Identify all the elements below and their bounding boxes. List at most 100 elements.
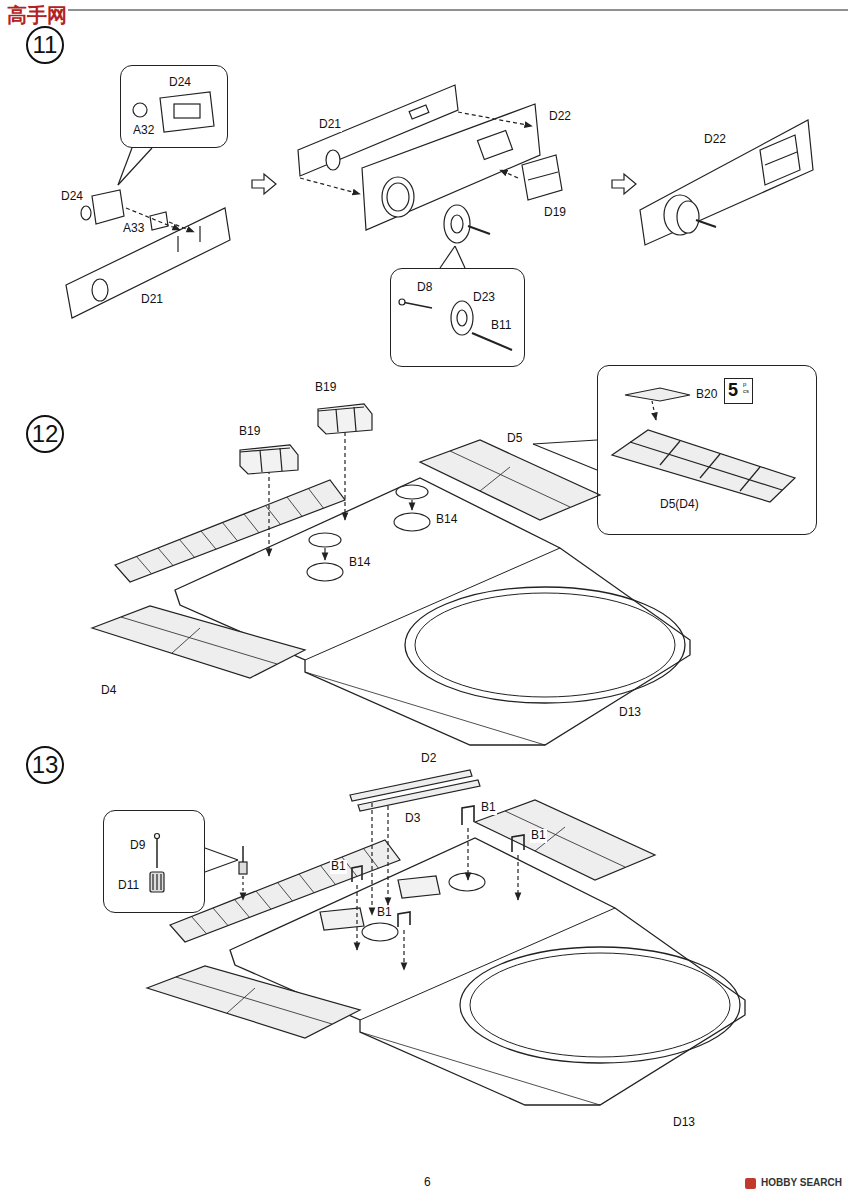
step11-parts xyxy=(326,150,340,170)
step13-parts xyxy=(320,908,364,930)
step12-parts xyxy=(533,440,597,444)
step12-parts xyxy=(533,444,597,470)
step11-parts xyxy=(451,215,463,233)
step11-parts xyxy=(455,246,465,268)
step13-parts xyxy=(371,803,372,915)
step-number: 13 xyxy=(26,746,64,784)
step11-parts xyxy=(522,155,562,200)
step11-parts xyxy=(612,174,636,194)
step13-parts xyxy=(239,862,247,874)
page-number: 6 xyxy=(423,1176,432,1190)
step11-parts xyxy=(402,302,432,308)
part-label: D13 xyxy=(672,1116,696,1130)
step13-parts xyxy=(147,770,745,1105)
step13-parts xyxy=(242,846,244,862)
step11-parts xyxy=(457,310,467,326)
step11-parts xyxy=(451,301,473,335)
step13-parts xyxy=(160,874,161,890)
part-label: D19 xyxy=(543,206,567,220)
step13-parts xyxy=(152,874,153,890)
part-label: B1 xyxy=(330,860,347,874)
step12-parts xyxy=(318,407,364,411)
step11-parts xyxy=(760,135,800,185)
part-label: B1 xyxy=(480,801,497,815)
step12-parts xyxy=(411,500,412,510)
step12-parts xyxy=(240,445,298,474)
part-label: pcs xyxy=(743,381,749,394)
step11-parts xyxy=(92,279,108,301)
shop-logo xyxy=(745,1178,756,1189)
step12-parts xyxy=(344,432,345,520)
step13-parts xyxy=(156,836,158,868)
step13-parts xyxy=(358,780,480,811)
step12-parts xyxy=(740,467,760,491)
step13-parts xyxy=(462,806,474,825)
step12-parts xyxy=(92,440,690,745)
step12-parts xyxy=(280,448,282,471)
step13-parts xyxy=(156,874,157,890)
step11-parts xyxy=(133,103,147,117)
shop-logo xyxy=(745,1178,756,1189)
step13-parts xyxy=(205,848,238,860)
step11-parts xyxy=(177,236,178,252)
step11-parts xyxy=(696,220,716,227)
step12-parts xyxy=(652,401,656,420)
part-label: D8 xyxy=(417,281,432,295)
step11-parts xyxy=(66,208,230,318)
frame-line xyxy=(60,10,848,11)
part-label: D4 xyxy=(100,684,117,698)
step11-parts xyxy=(468,226,490,234)
step-number: 11 xyxy=(26,26,64,64)
step11-parts xyxy=(118,148,132,185)
step12-parts xyxy=(625,388,690,401)
part-label: D5 xyxy=(506,432,523,446)
part-label: B19 xyxy=(238,425,261,439)
step12-parts xyxy=(700,454,720,478)
step13-parts xyxy=(467,828,468,880)
step11-parts xyxy=(440,246,455,268)
step13-parts xyxy=(517,855,518,900)
part-label: D3 xyxy=(404,812,421,826)
part-label: D13 xyxy=(618,706,642,720)
step11-parts xyxy=(399,299,405,305)
step12-parts xyxy=(268,470,269,556)
step-number-text: 11 xyxy=(33,31,58,59)
part-label: A33 xyxy=(122,222,145,236)
part-label: D11 xyxy=(118,879,139,893)
step13-parts xyxy=(147,800,745,1105)
step11-parts xyxy=(160,92,214,132)
part-label: B19 xyxy=(314,381,337,395)
step11-parts xyxy=(677,201,699,233)
part-label: A32 xyxy=(133,124,154,138)
part-label: B14 xyxy=(348,556,371,570)
step13-parts xyxy=(150,872,164,892)
callout-bubble: D24A32 xyxy=(120,65,228,148)
part-label: D24 xyxy=(169,76,191,90)
step11-parts xyxy=(92,190,124,224)
part-label: B14 xyxy=(435,513,458,527)
step13-parts xyxy=(398,876,440,898)
frame-line xyxy=(60,10,848,11)
watermark: 高手网 xyxy=(6,4,68,27)
step12-parts xyxy=(324,548,325,560)
step12-parts xyxy=(396,485,428,499)
step11-parts xyxy=(81,206,91,220)
part-label: B1 xyxy=(530,829,547,843)
step11-parts xyxy=(382,177,414,217)
part-label: B11 xyxy=(491,319,511,333)
step12-parts xyxy=(309,533,341,547)
step11-parts xyxy=(174,104,200,118)
step12-parts xyxy=(336,409,338,432)
step12-parts xyxy=(354,407,356,431)
callout-bubble: D9D11 xyxy=(103,810,205,913)
step12-parts xyxy=(240,448,290,452)
step11-parts xyxy=(169,222,194,232)
step11-parts xyxy=(409,105,429,119)
step13-parts xyxy=(512,835,524,852)
watermark: HOBBY SEARCH xyxy=(760,1177,843,1189)
step11-parts xyxy=(66,85,813,350)
step13-parts xyxy=(398,912,410,927)
step-number: 12 xyxy=(26,415,64,453)
step13-parts xyxy=(242,876,243,900)
